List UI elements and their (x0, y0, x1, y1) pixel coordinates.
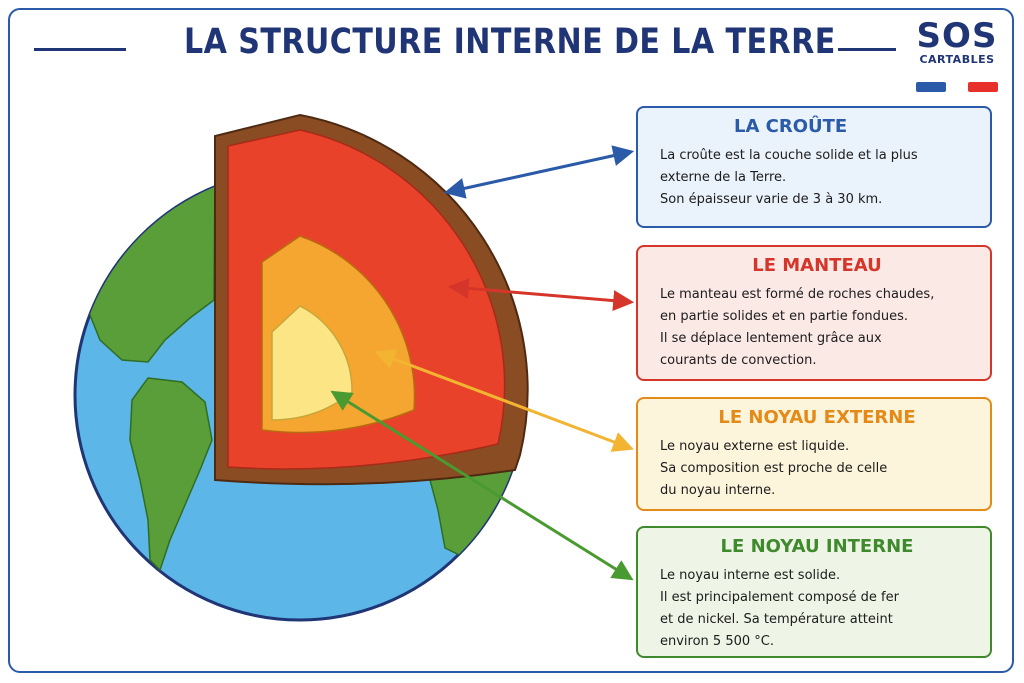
logo-sub-text: CARTABLES (919, 53, 995, 66)
outer-core-heading: LE NOYAU EXTERNE (718, 407, 916, 428)
outer-core-text-line: Le noyau externe est liquide. (660, 439, 850, 454)
inner-core-text-line: environ 5 500 °C. (660, 634, 774, 649)
continent-south-america (129, 377, 213, 572)
inner-core-text-line: Il est principalement composé de fer (660, 590, 899, 605)
mantle-text-line: courants de convection. (660, 353, 817, 368)
outer-core-info-box: LE NOYAU EXTERNE Le noyau externe est li… (636, 397, 992, 511)
logo-flag-red (968, 82, 998, 92)
inner-core-info-box: LE NOYAU INTERNE Le noyau interne est so… (636, 526, 992, 658)
outer-core-text-line: du noyau interne. (660, 483, 776, 498)
mantle-text-line: en partie solides et en partie fondues. (660, 309, 909, 324)
title-line-left (34, 48, 126, 51)
inner-core-text-line: Le noyau interne est solide. (660, 568, 841, 583)
title-line-right (838, 48, 896, 51)
mantle-text-line: Le manteau est formé de roches chaudes, (660, 287, 935, 302)
outer-core-text-line: Sa composition est proche de celle (660, 461, 888, 476)
crust-text-line: La croûte est la couche solide et la plu… (660, 148, 918, 163)
mantle-info-box: LE MANTEAU Le manteau est formé de roche… (636, 245, 992, 381)
mantle-arrow (447, 277, 635, 312)
logo-flag-blue (916, 82, 946, 92)
crust-heading: LA CROÛTE (734, 116, 848, 137)
page-frame (8, 8, 1014, 673)
sos-cartables-logo: SOS CARTABLES (908, 18, 1006, 66)
crust-text-line: Son épaisseur varie de 3 à 30 km. (660, 192, 883, 207)
crust-info-box: LA CROÛTE La croûte est la couche solide… (636, 106, 992, 228)
inner-core-heading: LE NOYAU INTERNE (720, 536, 914, 557)
crust-text-line: externe de la Terre. (660, 170, 787, 185)
logo-main-text: SOS (916, 16, 998, 56)
mantle-heading: LE MANTEAU (752, 255, 882, 276)
crust-arrow (443, 145, 635, 199)
inner-core-text-line: et de nickel. Sa température atteint (660, 612, 893, 627)
inner-core-arrow (330, 390, 634, 581)
page-title: LA STRUCTURE INTERNE DE LA TERRE (184, 22, 836, 62)
mantle-text-line: Il se déplace lentement grâce aux (660, 331, 882, 346)
